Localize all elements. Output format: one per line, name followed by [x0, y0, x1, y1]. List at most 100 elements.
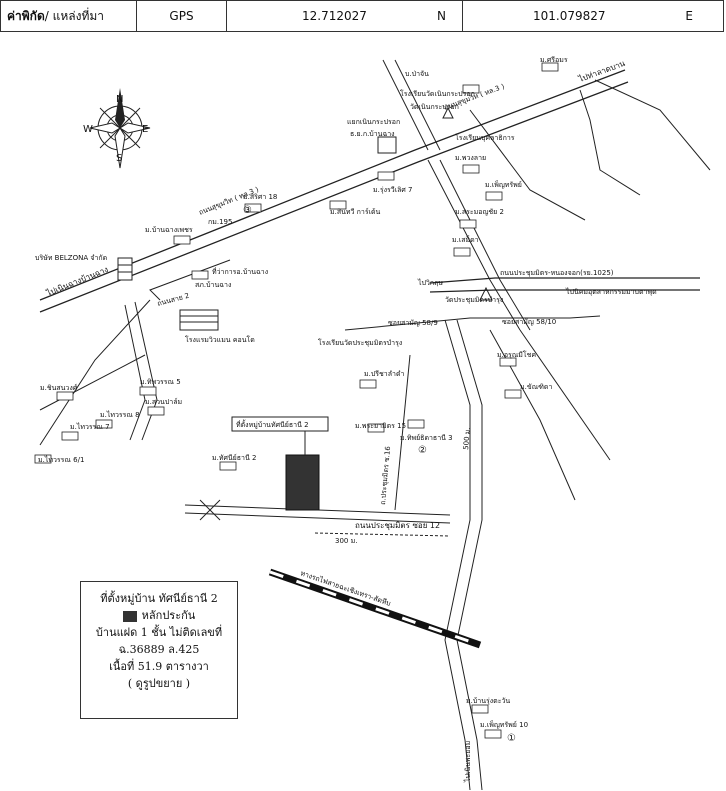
label-b-rung7: ม.รุ่งรวีเลิศ 7: [373, 186, 413, 194]
label-to-samet: ไปท่าลาดบาน: [577, 59, 627, 85]
label-soi-9: ซอยสามัญ 58/9: [388, 319, 438, 327]
legend-house-type: บ้านแฝด 1 ชั้น ไม่ติดเลขที่: [95, 626, 223, 639]
railway-line: [268, 568, 482, 649]
label-junction: แยกเนินกระปรอก: [347, 118, 400, 126]
legend-area: เนื้อที่ 51.9 ตารางวา: [109, 660, 209, 673]
label-m-thipwan5: ม.ทิพวรรณ 5: [140, 378, 181, 386]
direction-symbol-icon: [199, 499, 221, 521]
label-m-thip61: ม.ไทวรรณ 6/1: [38, 455, 84, 464]
label-m-arunmeechoke: ม.อรุณมีโชค: [497, 350, 536, 359]
label-school2: โรงเรียนบุคลาธิการ: [455, 133, 515, 142]
road-north: [382, 59, 441, 151]
target-location-label: ที่ตั้งหมู่บ้านทัศนีย์ธานี 2: [236, 418, 309, 429]
label-school-mid: โรงเรียนวัดประชุมมิตรบำรุง: [318, 338, 402, 347]
compass-e: E: [142, 124, 148, 135]
label-soi-10: ซอยสามัญ 58/10: [502, 318, 556, 326]
soi-58-road: [344, 315, 601, 331]
label-rd-sai2: ถนนสาย 2: [156, 292, 190, 308]
label-station: ที่ว่าการอ.บ้านฉาง: [212, 267, 268, 276]
label-school-top: โรงเรียนวัดเนินกระปรอก: [400, 89, 475, 98]
label-m-saramon: ม.สระมอญชัย 2: [455, 208, 504, 216]
legend-title: ที่ตั้งหมู่บ้าน ทัศนีย์ธานี 2: [100, 592, 218, 605]
legend-collateral-row: หลักประกัน: [81, 607, 237, 624]
prachamit-road: [429, 277, 700, 293]
marker-3: ③: [243, 205, 252, 216]
label-police: สภ.บ้านฉาง: [195, 281, 231, 289]
compass-s: S: [116, 153, 122, 164]
property-plot: [285, 454, 320, 511]
label-m-banchang-phet: ม.บ้านฉางเพชร: [145, 226, 193, 234]
map-legend: ที่ตั้งหมู่บ้าน ทัศนีย์ธานี 2 หลักประกัน…: [80, 581, 238, 719]
label-to-klaeng: ไปวิกฤษ: [417, 278, 443, 287]
label-km195: กม.195: [208, 218, 232, 226]
label-m-thip8: ม.ไทวรรณ 8: [100, 410, 140, 419]
label-m-suan: ม.สวนปาล์ม: [145, 398, 182, 406]
latitude-cell: 12.712027 N: [227, 1, 463, 31]
road-east-top: [469, 79, 711, 221]
condo-icon: [179, 309, 219, 331]
latitude-dir: N: [437, 9, 446, 23]
label-temple-top: วัดเนินกระปรอก: [410, 103, 459, 111]
legend-note: ( ดูรูปขยาย ): [127, 677, 191, 690]
sukhumvit-road: [39, 69, 629, 313]
compass-n: N: [116, 94, 123, 105]
label-m-phraya: ม.พระยามิตร 15: [355, 422, 406, 430]
label-m-khan: ม.ขัณฑิดา: [520, 383, 552, 391]
label-m-phuangtong: ม.พวงลาย: [455, 154, 486, 162]
label-m-phensap: ม.เพ็ญทรัพย์: [485, 180, 522, 189]
label-dist-300: 300 ม.: [335, 537, 357, 545]
label-soi16: ถ.ประชุมมิตร ซ.16: [379, 445, 392, 505]
label-m-phen10: ม.เพ็ญทรัพย์ 10: [480, 720, 528, 729]
label-dist-500: 500 ม.: [462, 427, 472, 450]
road-phala: [149, 259, 231, 301]
label-m-sirisa18: ม.สิริศา 18: [243, 193, 277, 201]
coord-label-rest: / แหล่งที่มา: [44, 8, 105, 23]
label-m-sintawee: ม.สินทวี การ์เด้น: [330, 208, 381, 216]
coord-label-bold: ค่าพิกัด: [7, 8, 45, 23]
label-to-nikhom: ไปนิคมอุตสาหกรรมมาบตาพุด: [565, 287, 657, 296]
building-icons: [34, 62, 559, 739]
latitude-value: 12.712027: [302, 9, 367, 23]
label-m-thip3: ม.ทิพย์ธิดาธานี 3: [400, 434, 453, 442]
soi-16-road: [394, 354, 411, 511]
label-m-sira: ม.ศรีอมร: [540, 56, 568, 64]
label-bus: บ.ป่าจัน: [405, 70, 429, 78]
label-bank: ธ.ย.ก.บ้านฉาง: [350, 130, 395, 138]
temple-icons: [442, 106, 493, 301]
road-southwest: [39, 299, 151, 446]
label-m-preecha: ม.ปรีชาลำดำ: [364, 370, 404, 378]
legend-swatch: [122, 610, 137, 622]
factory-icon: [117, 257, 133, 281]
coordinate-header: ค่าพิกัด / แหล่งที่มา GPS 12.712027 N 10…: [0, 0, 724, 32]
coord-source: GPS: [137, 1, 227, 31]
marker-2: ②: [418, 445, 427, 456]
road-junction-south: [427, 159, 531, 331]
label-m-thipthani2: ม.ทัศนีย์ธานี 2: [212, 454, 256, 462]
label-m-banrung: ม.บ้านรุ่งตะวัน: [466, 697, 510, 705]
label-condo: โรงแรมวิวแมน คอนโด: [185, 335, 255, 344]
label-temple-mid: วัดประชุมมิตรบำรุง: [445, 296, 503, 304]
compass-rose-icon: N S W E: [83, 88, 151, 169]
label-m-samet: ม.เสม็ดา: [452, 235, 479, 244]
marker-1: ①: [507, 733, 516, 744]
road-east-side: [519, 329, 611, 461]
longitude-dir: E: [685, 9, 693, 23]
longitude-value: 101.079827: [533, 9, 606, 23]
compass-w: W: [83, 124, 93, 135]
bank-logo-icon: [377, 136, 397, 154]
legend-deed: ฉ.36889 ล.425: [118, 643, 200, 656]
longitude-cell: 101.079827 E: [463, 1, 723, 31]
label-m-thip7: ม.ไทวรรณ 7: [70, 422, 110, 431]
label-soi12: ถนนประชุมมิตร ซอย 12: [355, 521, 440, 530]
label-prachamit-road: ถนนประชุมมิตร-หนองจอก(รย.1025): [500, 269, 614, 277]
legend-collateral: หลักประกัน: [141, 609, 196, 622]
label-m-chinsanwong: ม.ชินสนวงศ์: [40, 384, 78, 392]
road-west-branch: [39, 354, 146, 411]
label-to-banchang: ไปเนินฉางบ้านฉาง: [44, 265, 109, 298]
road-west-vertical: [124, 301, 158, 441]
label-belzona: บริษัท BELZONA จำกัด: [35, 254, 107, 262]
coord-label: ค่าพิกัด / แหล่งที่มา: [1, 1, 137, 31]
road-to-nongchok: [444, 319, 483, 791]
label-to-sakhon: ไปเนินพะยอม: [463, 741, 472, 783]
